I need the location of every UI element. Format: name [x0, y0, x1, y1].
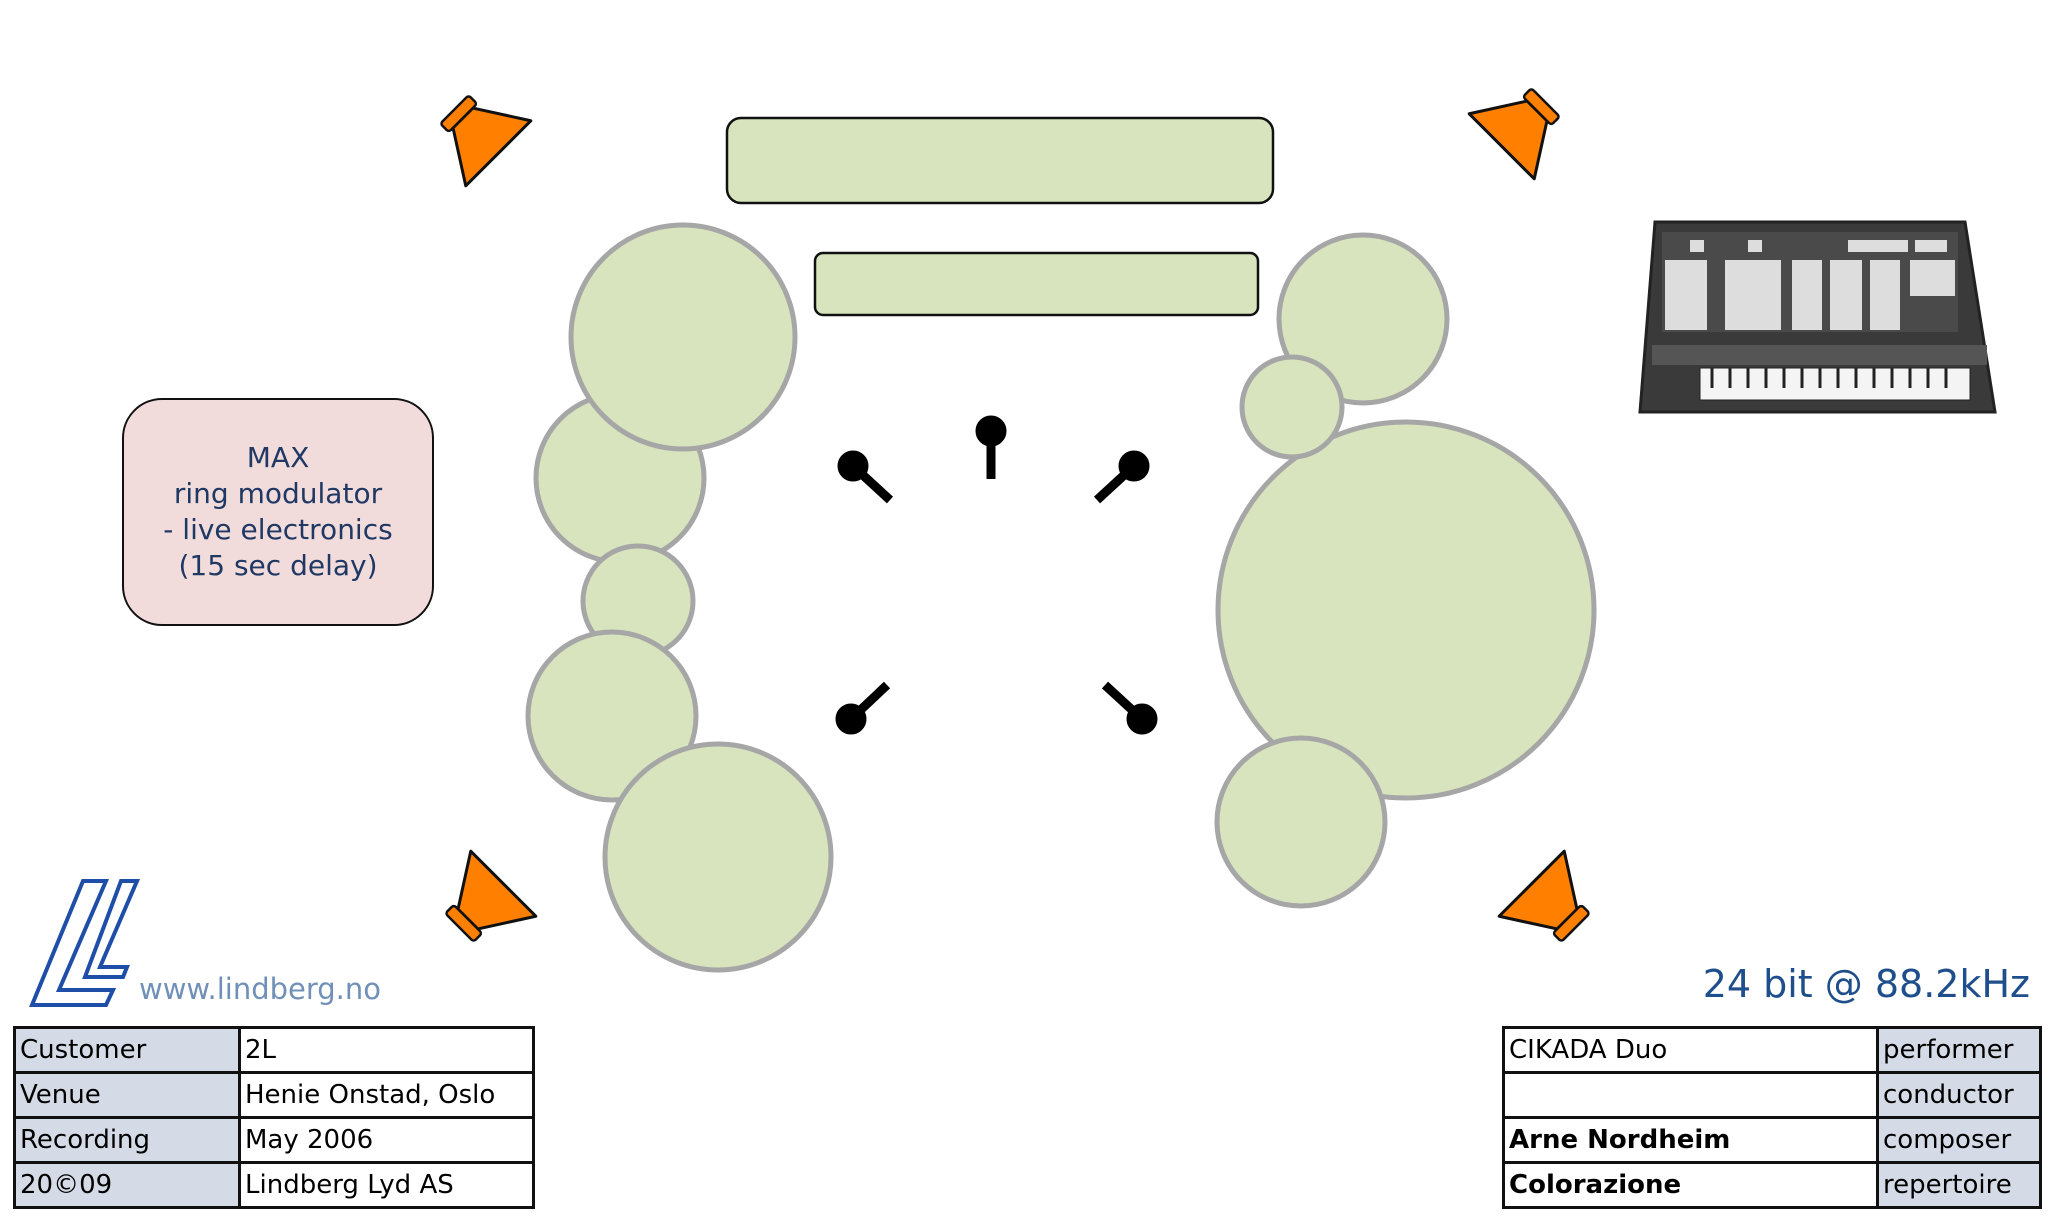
max-box-line: MAX: [246, 441, 310, 474]
max-ring-modulator-box: MAX ring modulator - live electronics (1…: [122, 398, 434, 626]
microphone-icon: [1093, 450, 1150, 504]
row-value: May 2006: [238, 1116, 535, 1164]
credit-role: conductor: [1876, 1071, 2042, 1119]
row-label: Venue: [13, 1071, 241, 1119]
stage-riser-back: [725, 116, 1275, 205]
row-label: Recording: [13, 1116, 241, 1164]
instrument-area: [1214, 735, 1388, 909]
speaker-icon: [425, 849, 538, 962]
speaker-icon: [1467, 68, 1580, 181]
microphone-icon: [1101, 681, 1158, 735]
speaker-icon: [420, 75, 533, 188]
instrument-area: [1215, 419, 1597, 801]
max-box-line: - live electronics: [163, 513, 393, 546]
table-row: conductor: [1502, 1071, 2042, 1119]
credit-role: composer: [1876, 1116, 2042, 1164]
synthesizer-icon: [1638, 220, 1997, 414]
credit-value: CIKADA Duo: [1502, 1026, 1879, 1074]
speaker-icon: [1497, 849, 1610, 962]
microphone-icon: [837, 450, 894, 504]
row-value: Lindberg Lyd AS: [238, 1161, 535, 1209]
credit-role: performer: [1876, 1026, 2042, 1074]
instrument-area: [525, 629, 699, 803]
credit-value: Arne Nordheim: [1502, 1116, 1879, 1164]
lindberg-logo: [29, 879, 141, 1007]
instrument-area: [1239, 354, 1345, 460]
microphone-icon: [835, 681, 891, 735]
max-box-line: (15 sec delay): [178, 549, 378, 582]
credit-value: Colorazione: [1502, 1161, 1879, 1209]
stage-riser-front: [813, 251, 1260, 317]
instrument-area: [568, 222, 798, 452]
instrument-area: [602, 741, 834, 973]
website-url: www.lindberg.no: [139, 972, 382, 1006]
row-label: 20©09: [13, 1161, 241, 1209]
row-label: Customer: [13, 1026, 241, 1074]
max-box-line: ring modulator: [173, 477, 383, 510]
audio-format: 24 bit @ 88.2kHz: [1702, 962, 2030, 1006]
row-value: 2L: [238, 1026, 535, 1074]
credit-value: [1502, 1071, 1879, 1119]
credit-role: repertoire: [1876, 1161, 2042, 1209]
instrument-area: [1276, 232, 1450, 406]
microphone-icon: [975, 415, 1007, 479]
row-value: Henie Onstad, Oslo: [238, 1071, 535, 1119]
